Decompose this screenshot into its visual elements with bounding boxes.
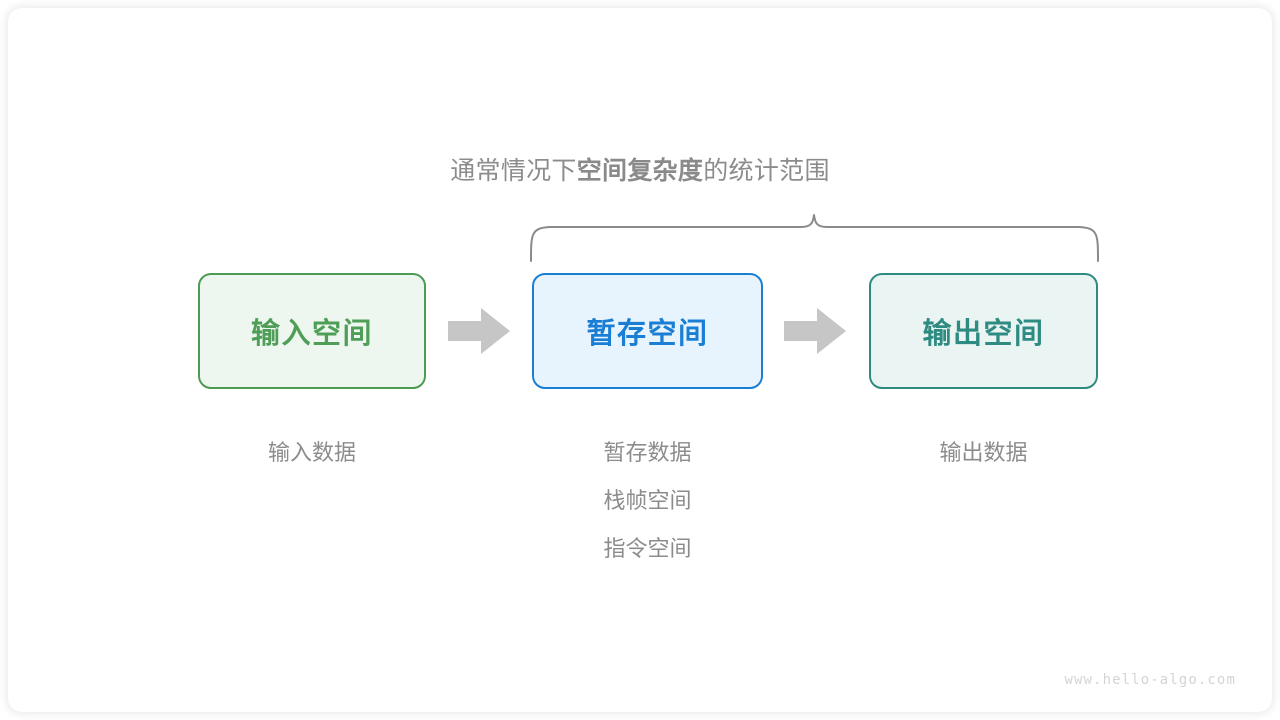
node-temp-space-label: 暂存空间 [586, 318, 709, 350]
brace-caption: 通常情况下空间复杂度的统计范围 [8, 154, 1272, 188]
right-arrow-icon [448, 308, 510, 354]
caption-suffix: 的统计范围 [703, 157, 830, 185]
node-output-space-label: 输出空间 [922, 318, 1045, 350]
node-output-space[interactable]: 输出空间 [869, 273, 1098, 389]
node-input-space[interactable]: 输入空间 [198, 273, 426, 389]
right-arrow-icon [784, 308, 846, 354]
sub-labels-input: 输入数据 [198, 429, 426, 477]
sub-labels-temp: 暂存数据 栈帧空间 指令空间 [532, 429, 763, 573]
sub-label: 暂存数据 [603, 440, 692, 465]
curly-brace-icon [520, 204, 1110, 262]
caption-emphasis: 空间复杂度 [576, 157, 704, 185]
sub-label: 栈帧空间 [603, 488, 692, 513]
caption-prefix: 通常情况下 [450, 157, 577, 185]
node-input-space-label: 输入空间 [250, 318, 373, 350]
sub-labels-output: 输出数据 [869, 429, 1098, 477]
node-temp-space[interactable]: 暂存空间 [532, 273, 763, 389]
sub-label: 指令空间 [603, 536, 692, 561]
diagram-card: 通常情况下空间复杂度的统计范围 输入空间 暂存空间 [8, 8, 1272, 712]
sub-label: 输入数据 [267, 440, 356, 465]
watermark: www.hello-algo.com [1064, 672, 1236, 688]
sub-label: 输出数据 [939, 440, 1028, 465]
